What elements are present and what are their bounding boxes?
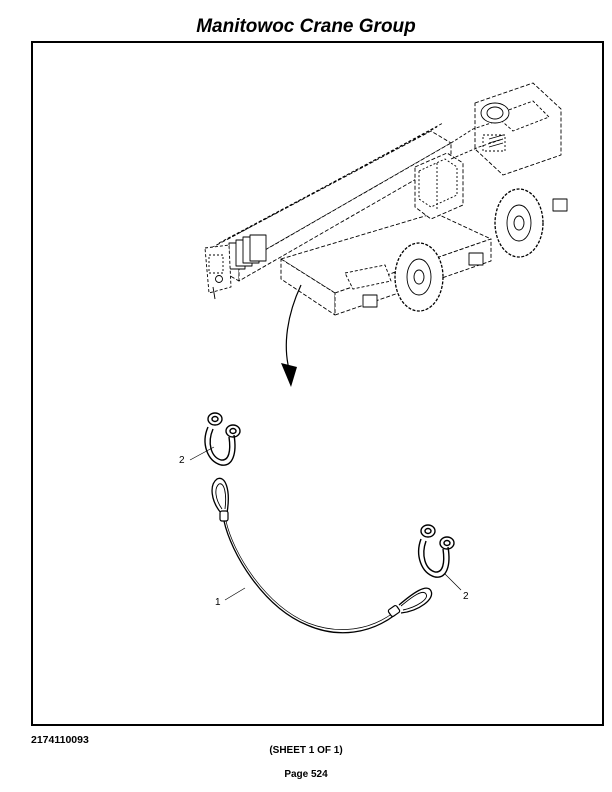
callout-label: 2 (179, 455, 185, 466)
page-number: Page 524 (284, 769, 328, 780)
location-arrow (281, 284, 302, 387)
wire-rope-sling (211, 477, 433, 634)
document-number: 2174110093 (31, 734, 89, 746)
parts-diagram: 2 1 2 (179, 82, 568, 634)
document-header: Manitowoc Crane Group (196, 16, 416, 37)
shackle-right (417, 524, 455, 578)
callout-label: 2 (463, 591, 469, 602)
crane-illustration (204, 82, 568, 316)
callout-label: 1 (215, 597, 221, 608)
sheet-indicator: (SHEET 1 OF 1) (269, 745, 343, 756)
shackle-upper (204, 412, 241, 466)
callout-leaders (189, 446, 462, 601)
diagram-frame: 2 1 2 (31, 41, 604, 726)
